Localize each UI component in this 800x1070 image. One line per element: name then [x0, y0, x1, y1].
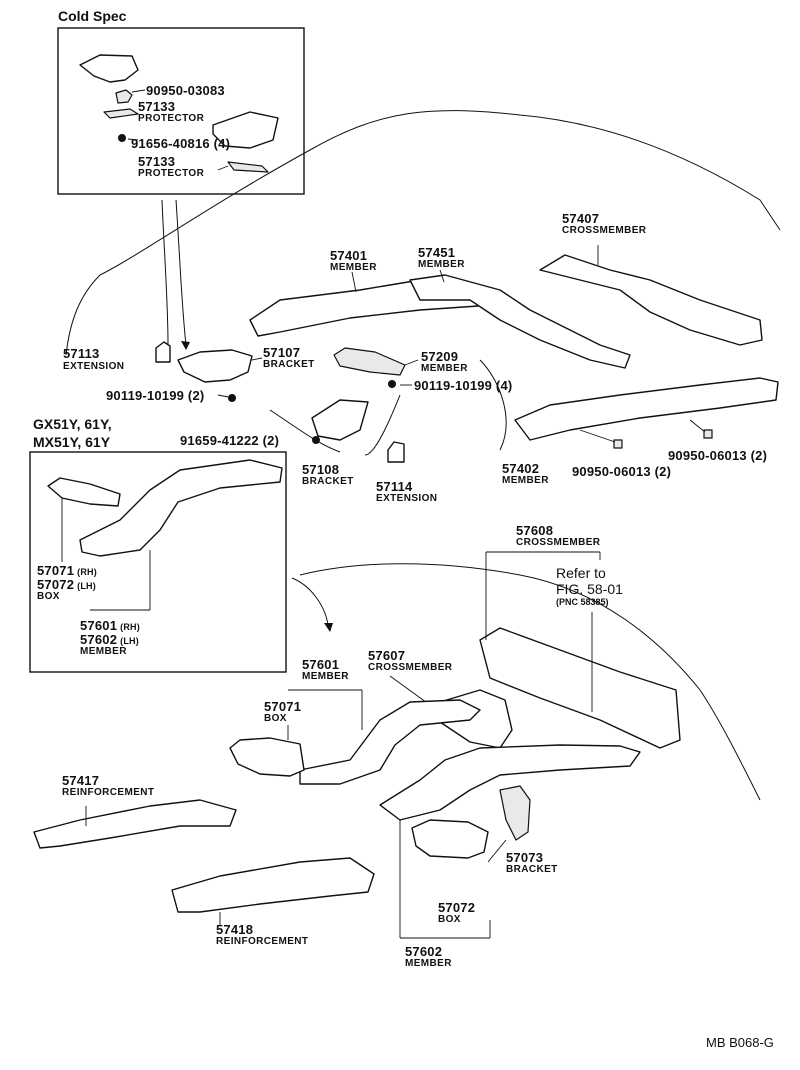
part-57209-member	[333, 347, 406, 376]
label-member-name: MEMBER	[80, 646, 127, 657]
label-57107: 57107	[263, 345, 301, 360]
label-57114: 57114	[376, 479, 413, 494]
label-91659-41222: 91659-41222 (2)	[180, 433, 280, 448]
label-57108: 57108	[302, 462, 340, 477]
label-57402: 57402	[502, 461, 540, 476]
label-90119-10199-2: 90119-10199 (2)	[106, 388, 205, 403]
label-57407-name: CROSSMEMBER	[562, 225, 647, 236]
label-57107-name: BRACKET	[263, 359, 315, 370]
label-57071: 57071	[264, 699, 302, 714]
label-57418-name: REINFORCEMENT	[216, 936, 309, 947]
part-57114-extension	[387, 441, 405, 463]
part-57071-box	[229, 737, 305, 777]
label-box-name: BOX	[37, 591, 60, 602]
body-outline-upper	[65, 110, 781, 356]
part-57407-crossmember	[539, 254, 763, 346]
label-57401-name: MEMBER	[330, 262, 377, 273]
cold-spec-title: Cold Spec	[58, 8, 127, 24]
label-57133-a: 57133	[138, 99, 176, 114]
clip-90950-b	[703, 429, 713, 439]
figure-code: MB B068-G	[706, 1035, 774, 1050]
part-57602-member	[379, 744, 641, 821]
label-57417-name: REINFORCEMENT	[62, 787, 155, 798]
label-57418: 57418	[216, 922, 254, 937]
label-57133-b-name: PROTECTOR	[138, 168, 205, 179]
label-57601-name: MEMBER	[302, 671, 349, 682]
label-90950-03083: 90950-03083	[146, 83, 225, 98]
part-57108-bracket	[311, 399, 369, 441]
label-57113-name: EXTENSION	[63, 361, 125, 372]
cold-spec-box	[57, 27, 305, 195]
bolt-90119-4	[388, 380, 396, 388]
label-57451: 57451	[418, 245, 456, 260]
part-57073-bracket	[499, 785, 531, 841]
label-90950-06013-a: 90950-06013 (2)	[572, 464, 672, 479]
label-57071-rh: 57071(RH)	[37, 563, 97, 578]
label-57407: 57407	[562, 211, 600, 226]
arrowhead-2	[324, 623, 333, 632]
part-57072-box	[411, 819, 489, 859]
label-57608-name: CROSSMEMBER	[516, 537, 601, 548]
part-57071-box-variant	[47, 477, 121, 507]
variant-box	[29, 451, 287, 673]
label-57133-a-name: PROTECTOR	[138, 113, 205, 124]
part-protector-top	[79, 54, 139, 83]
part-clip	[115, 89, 133, 104]
label-57209: 57209	[421, 349, 459, 364]
part-strip-1	[103, 108, 139, 119]
label-57607-name: CROSSMEMBER	[368, 662, 453, 673]
refer-to-text: Refer to	[556, 565, 606, 581]
part-strip-2	[227, 161, 269, 173]
label-57114-name: EXTENSION	[376, 493, 438, 504]
refer-fig-text: FIG. 58-01	[556, 581, 623, 597]
part-57418-reinforcement	[171, 857, 375, 913]
part-protector-right	[212, 111, 279, 149]
label-57071-name: BOX	[264, 713, 287, 724]
part-57601-member	[299, 699, 481, 785]
label-90950-06013-b: 90950-06013 (2)	[668, 448, 768, 463]
label-57133-b: 57133	[138, 154, 176, 169]
label-57113: 57113	[63, 346, 100, 361]
part-57417-reinforcement	[33, 799, 237, 849]
label-90119-10199-4: 90119-10199 (4)	[414, 378, 513, 393]
part-57608-crossmember	[479, 627, 681, 749]
body-outline-lower	[299, 563, 761, 801]
label-57209-name: MEMBER	[421, 363, 468, 374]
part-57451-member	[409, 274, 631, 369]
label-57417: 57417	[62, 773, 100, 788]
variant-arrow	[291, 577, 329, 626]
part-57601-member-variant	[79, 459, 283, 557]
label-91656-40816: 91656-40816 (4)	[131, 136, 231, 151]
label-57072-name: BOX	[438, 914, 461, 925]
label-57602-name: MEMBER	[405, 958, 452, 969]
label-57602-lh: 57602(LH)	[80, 632, 139, 647]
part-57107-bracket	[177, 349, 253, 383]
label-57402-name: MEMBER	[502, 475, 549, 486]
label-57607: 57607	[368, 648, 406, 663]
refer-pnc-text: (PNC 58385)	[556, 597, 609, 607]
label-57072: 57072	[438, 900, 476, 915]
label-57608: 57608	[516, 523, 554, 538]
label-57602: 57602	[405, 944, 443, 959]
arrowhead-1	[181, 341, 190, 350]
part-57113-extension	[155, 341, 171, 363]
label-57108-name: BRACKET	[302, 476, 354, 487]
cold-spec-arrow-1	[161, 199, 169, 346]
cold-spec-arrow-2	[175, 199, 187, 346]
label-57072-lh: 57072(LH)	[37, 577, 96, 592]
label-57401: 57401	[330, 248, 368, 263]
variant-header-line1: GX51Y, 61Y,	[33, 416, 112, 432]
label-57073-name: BRACKET	[506, 864, 558, 875]
part-57402-member	[514, 377, 779, 441]
label-57073: 57073	[506, 850, 544, 865]
bolt-90119-2	[228, 394, 236, 402]
label-57601-rh: 57601(RH)	[80, 618, 140, 633]
clip-90950-a	[613, 439, 623, 449]
label-57451-name: MEMBER	[418, 259, 465, 270]
variant-header-line2: MX51Y, 61Y	[33, 434, 111, 450]
label-57601: 57601	[302, 657, 340, 672]
part-bolt-cold	[118, 134, 126, 142]
